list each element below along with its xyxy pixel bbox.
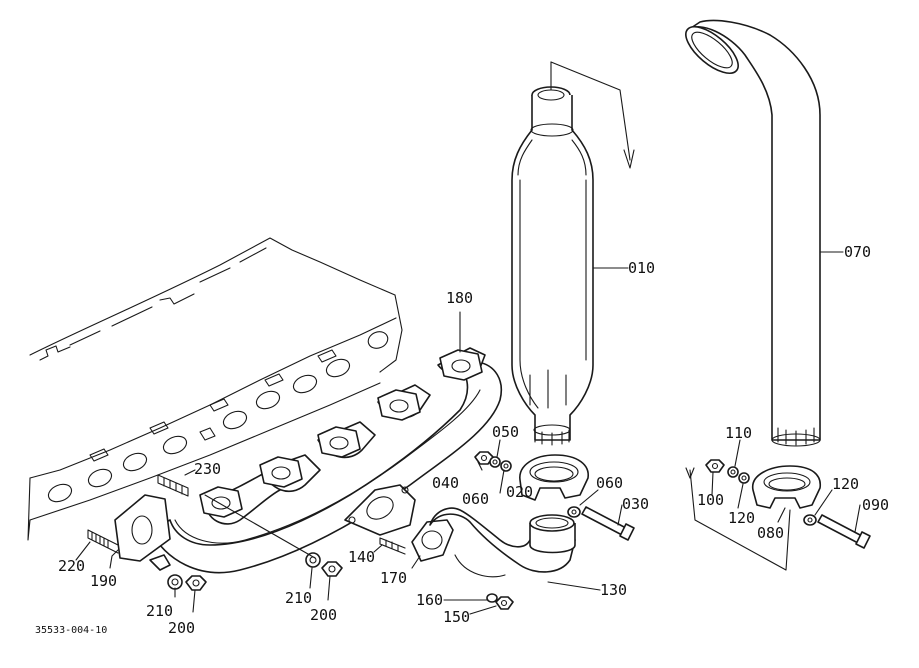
label-010: 010 bbox=[628, 259, 655, 277]
part-labels: 010 020 030 040 050 060 060 070 080 090 … bbox=[35, 243, 889, 637]
muffler-010 bbox=[511, 86, 594, 446]
label-230: 230 bbox=[194, 460, 221, 478]
bolt-030 bbox=[581, 506, 635, 541]
label-070: 070 bbox=[844, 243, 871, 261]
bolt-150 bbox=[495, 596, 514, 610]
washer-160 bbox=[486, 593, 498, 603]
label-220: 220 bbox=[58, 557, 85, 575]
bracket-lines bbox=[685, 467, 791, 571]
exhaust-manifold bbox=[149, 347, 502, 574]
nut-100 bbox=[705, 459, 725, 473]
label-080: 080 bbox=[757, 524, 784, 542]
nut-200-right bbox=[321, 561, 343, 577]
label-090: 090 bbox=[862, 496, 889, 514]
label-130: 130 bbox=[600, 581, 627, 599]
label-020: 020 bbox=[506, 483, 533, 501]
label-100: 100 bbox=[697, 491, 724, 509]
label-150: 150 bbox=[443, 608, 470, 626]
label-160: 160 bbox=[416, 591, 443, 609]
label-210-right: 210 bbox=[285, 589, 312, 607]
label-200-right: 200 bbox=[310, 606, 337, 624]
stud-230 bbox=[157, 474, 189, 497]
label-180: 180 bbox=[446, 289, 473, 307]
washer-210-right bbox=[305, 552, 321, 568]
clamp-080 bbox=[752, 465, 821, 509]
label-120-left: 120 bbox=[728, 509, 755, 527]
nut-200-left bbox=[185, 575, 207, 591]
label-050: 050 bbox=[492, 423, 519, 441]
label-200-left: 200 bbox=[168, 619, 195, 637]
flange-190 bbox=[114, 494, 171, 571]
label-170: 170 bbox=[380, 569, 407, 587]
flow-arrow bbox=[550, 61, 635, 169]
washer-110 bbox=[727, 466, 739, 478]
gasket-170 bbox=[411, 519, 454, 562]
washer-060-right bbox=[567, 506, 581, 518]
label-060-left: 060 bbox=[462, 490, 489, 508]
washer-060-left bbox=[500, 460, 512, 472]
washer-120-left bbox=[738, 472, 750, 484]
label-120-right: 120 bbox=[832, 475, 859, 493]
label-210-left: 210 bbox=[146, 602, 173, 620]
elbow-pipe-130 bbox=[429, 507, 576, 578]
leader-lines bbox=[75, 251, 861, 615]
centerline-bolt bbox=[204, 494, 316, 559]
stud-140 bbox=[379, 537, 406, 555]
bolt-090 bbox=[817, 514, 871, 549]
label-190: 190 bbox=[90, 572, 117, 590]
label-140: 140 bbox=[348, 548, 375, 566]
stud-220 bbox=[87, 529, 119, 554]
cylinder-head bbox=[27, 237, 403, 541]
label-040: 040 bbox=[432, 474, 459, 492]
tail-pipe-070 bbox=[685, 19, 821, 447]
label-110: 110 bbox=[725, 424, 752, 442]
washer-210-left bbox=[167, 574, 183, 590]
label-030: 030 bbox=[622, 495, 649, 513]
label-060-right: 060 bbox=[596, 474, 623, 492]
washer-050 bbox=[489, 456, 501, 468]
drawing-number: 35533-004-10 bbox=[35, 625, 107, 636]
washer-120-right bbox=[803, 514, 817, 526]
clamp-020 bbox=[519, 454, 589, 501]
